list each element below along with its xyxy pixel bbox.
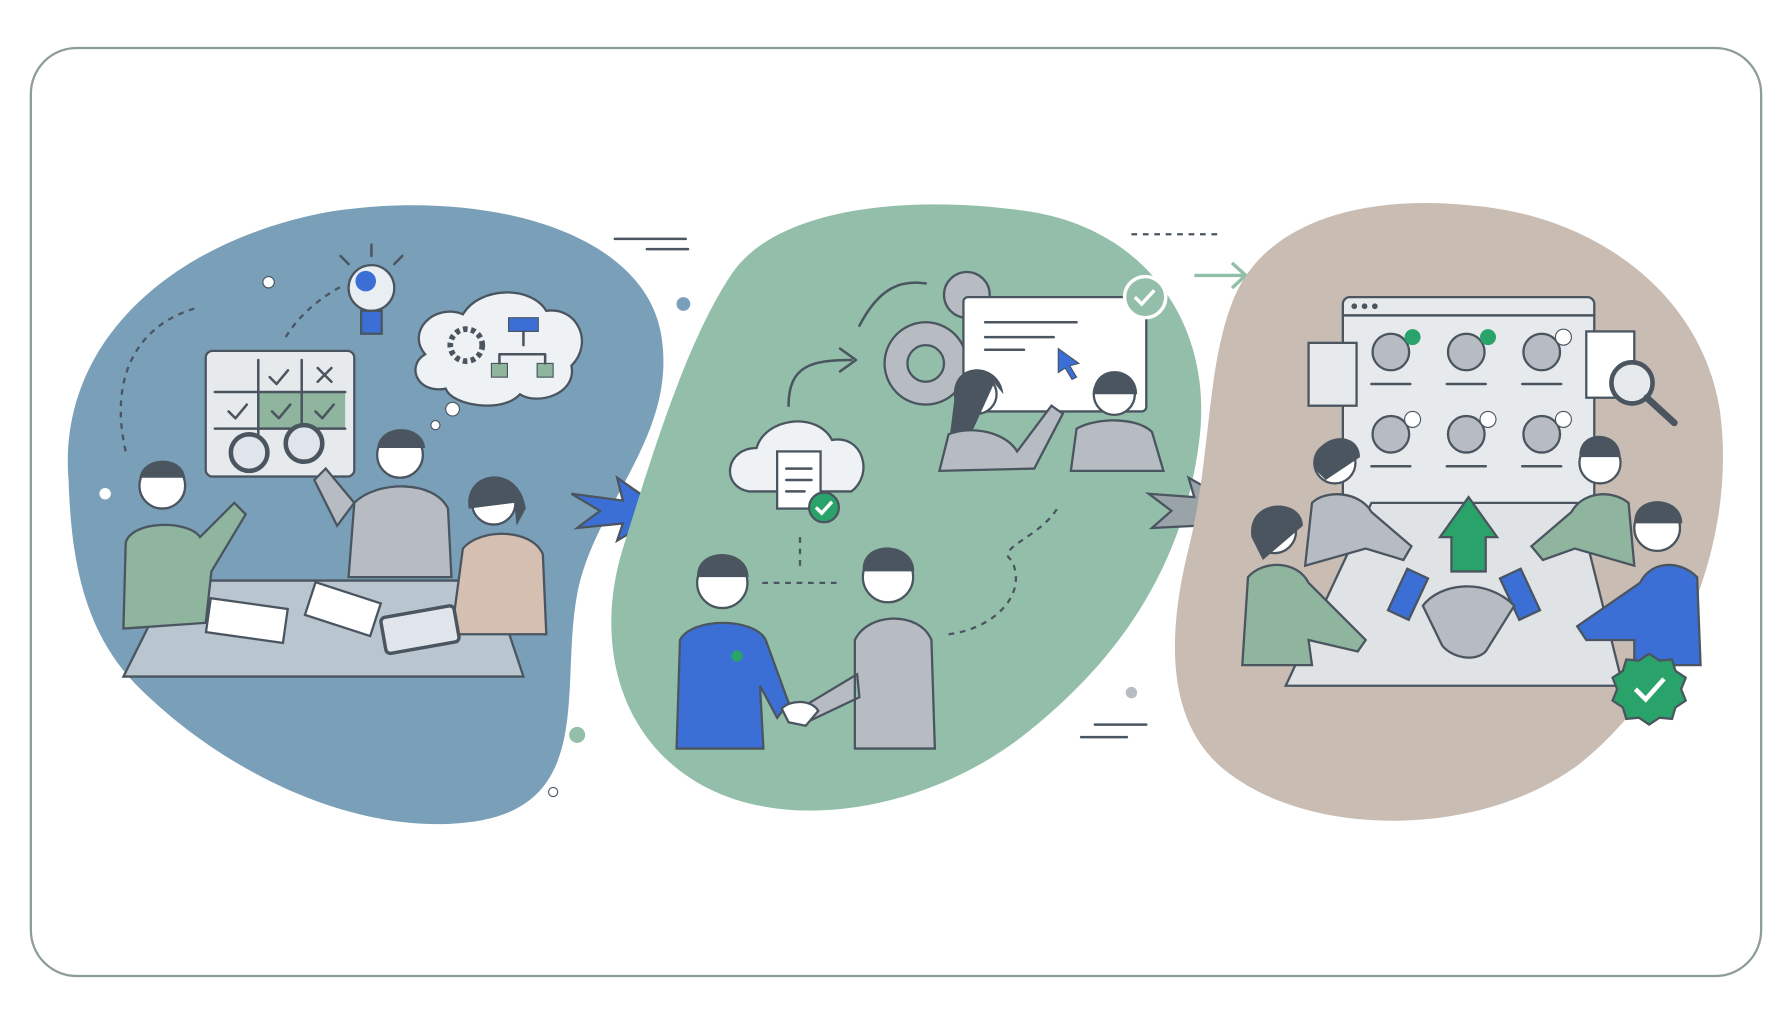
person bbox=[675, 554, 790, 750]
check-badge-icon bbox=[1122, 274, 1168, 320]
stage-agreement bbox=[1174, 202, 1724, 821]
verified-badge-icon bbox=[1611, 652, 1688, 726]
person bbox=[1069, 371, 1165, 472]
person bbox=[312, 429, 453, 579]
handshake-icon bbox=[1386, 567, 1542, 659]
checklist-board bbox=[204, 349, 356, 478]
paper bbox=[204, 596, 290, 645]
magnifier-icon bbox=[228, 432, 270, 474]
stage-research bbox=[67, 205, 664, 825]
magnifier-icon bbox=[1609, 360, 1655, 406]
tablet bbox=[379, 604, 461, 656]
person bbox=[1575, 501, 1702, 667]
thought-cloud bbox=[414, 291, 583, 431]
paper bbox=[303, 580, 383, 638]
cursor-icon bbox=[1057, 347, 1081, 381]
magnifier-icon bbox=[283, 422, 325, 464]
person bbox=[450, 476, 548, 636]
check-badge-icon bbox=[808, 491, 840, 524]
person bbox=[122, 460, 248, 630]
gear-icon bbox=[447, 326, 486, 364]
stage-collaborate bbox=[611, 204, 1202, 811]
person bbox=[1303, 438, 1413, 568]
person bbox=[798, 547, 937, 750]
growth-arrow-icon bbox=[1437, 495, 1500, 573]
person bbox=[937, 369, 1065, 473]
handshake-icon bbox=[780, 700, 820, 727]
flowchart-icon bbox=[508, 317, 539, 332]
cloud-document-icon bbox=[729, 420, 865, 524]
person bbox=[1241, 505, 1368, 667]
profile-grid-window bbox=[1341, 296, 1596, 527]
document-icon bbox=[1307, 341, 1358, 407]
lightbulb-icon bbox=[339, 243, 404, 335]
person bbox=[1529, 435, 1636, 568]
